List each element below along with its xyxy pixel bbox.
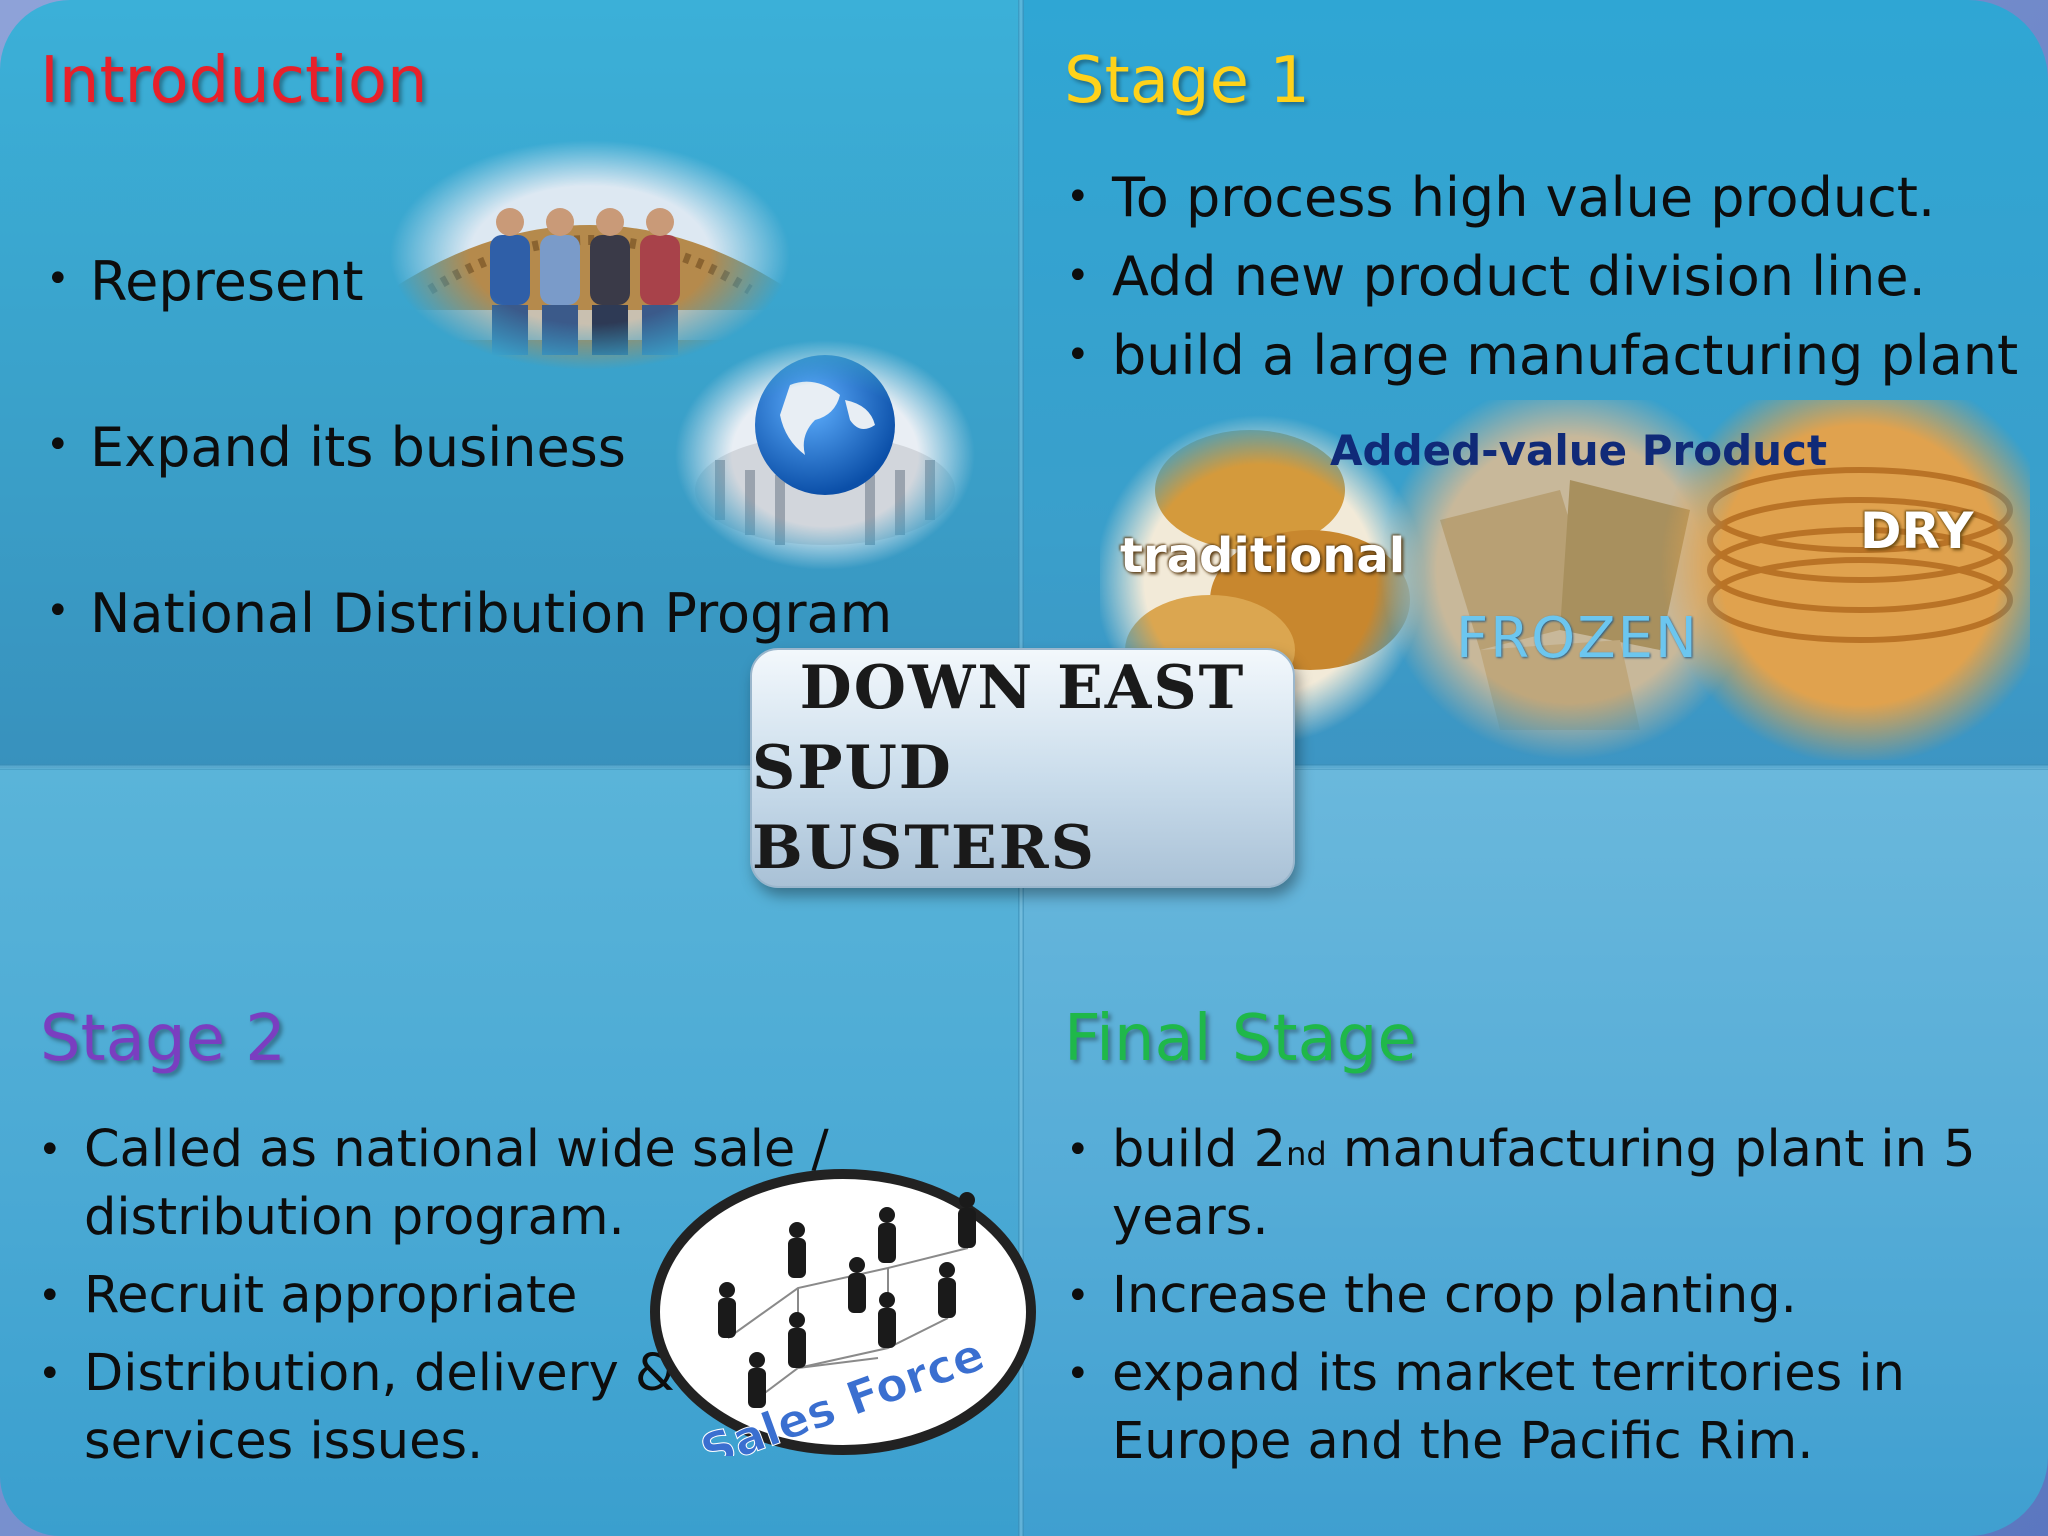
- stage2-heading: Stage 2: [40, 1002, 286, 1076]
- stage1-bullet: To process high value product.: [1064, 158, 2018, 237]
- final-stage-bullet: expand its market territories in Europe …: [1064, 1340, 1976, 1476]
- dry-label: DRY: [1860, 502, 1974, 560]
- bullet-line: expand its market territories in: [1112, 1344, 1905, 1403]
- center-title-line2: SPUD BUSTERS: [752, 733, 1096, 883]
- introduction-heading: Introduction: [40, 44, 428, 118]
- stage2-bullet: Recruit appropriate: [36, 1262, 829, 1330]
- bullet-line: distribution program.: [84, 1188, 625, 1247]
- bullet-text: manufacturing plant in 5: [1326, 1120, 1976, 1179]
- bullet-text: build 2: [1112, 1120, 1287, 1179]
- bullet-line: Recruit appropriate: [84, 1266, 578, 1325]
- bullet-line: years.: [1112, 1188, 1269, 1247]
- final-stage-bullet: build 2nd manufacturing plant in 5 years…: [1064, 1116, 1976, 1252]
- traditional-label: traditional: [1120, 528, 1406, 584]
- potato-products-image: [1100, 400, 2030, 760]
- frozen-label: FROZEN: [1456, 606, 1699, 671]
- stage2-bullet: Distribution, delivery & services issues…: [36, 1340, 829, 1476]
- final-stage-heading: Final Stage: [1064, 1002, 1417, 1076]
- center-title-line1: DOWN EAST: [799, 653, 1246, 723]
- stage1-bullet-list: To process high value product. Add new p…: [1064, 158, 2018, 395]
- center-title-box: DOWN EAST SPUD BUSTERS: [750, 648, 1295, 888]
- stage1-bullet: build a large manufacturing plant: [1064, 316, 2018, 395]
- sales-force-image: Sales Force: [650, 1169, 1036, 1456]
- stage1-heading: Stage 1: [1064, 44, 1310, 118]
- bullet-line: Europe and the Pacific Rim.: [1112, 1412, 1814, 1471]
- globe-image: [675, 340, 975, 570]
- added-value-label: Added-value Product: [1330, 426, 1828, 475]
- team-photo: [390, 140, 790, 370]
- bullet-line: Increase the crop planting.: [1112, 1266, 1797, 1325]
- ordinal-suffix: nd: [1286, 1135, 1327, 1173]
- intro-bullet: National Distribution Program: [40, 582, 892, 645]
- bullet-line: services issues.: [84, 1412, 484, 1471]
- stage2-bullet: Called as national wide sale / distribut…: [36, 1116, 829, 1252]
- bullet-line: Distribution, delivery &: [84, 1344, 675, 1403]
- final-stage-bullet-list: build 2nd manufacturing plant in 5 years…: [1064, 1116, 1976, 1476]
- bullet-line: Called as national wide sale /: [84, 1120, 829, 1179]
- intro-bullet: Represent: [40, 250, 364, 313]
- intro-bullet: Expand its business: [40, 416, 626, 479]
- stage2-bullet-list: Called as national wide sale / distribut…: [36, 1116, 829, 1476]
- final-stage-bullet: Increase the crop planting.: [1064, 1262, 1976, 1330]
- stage1-bullet: Add new product division line.: [1064, 237, 2018, 316]
